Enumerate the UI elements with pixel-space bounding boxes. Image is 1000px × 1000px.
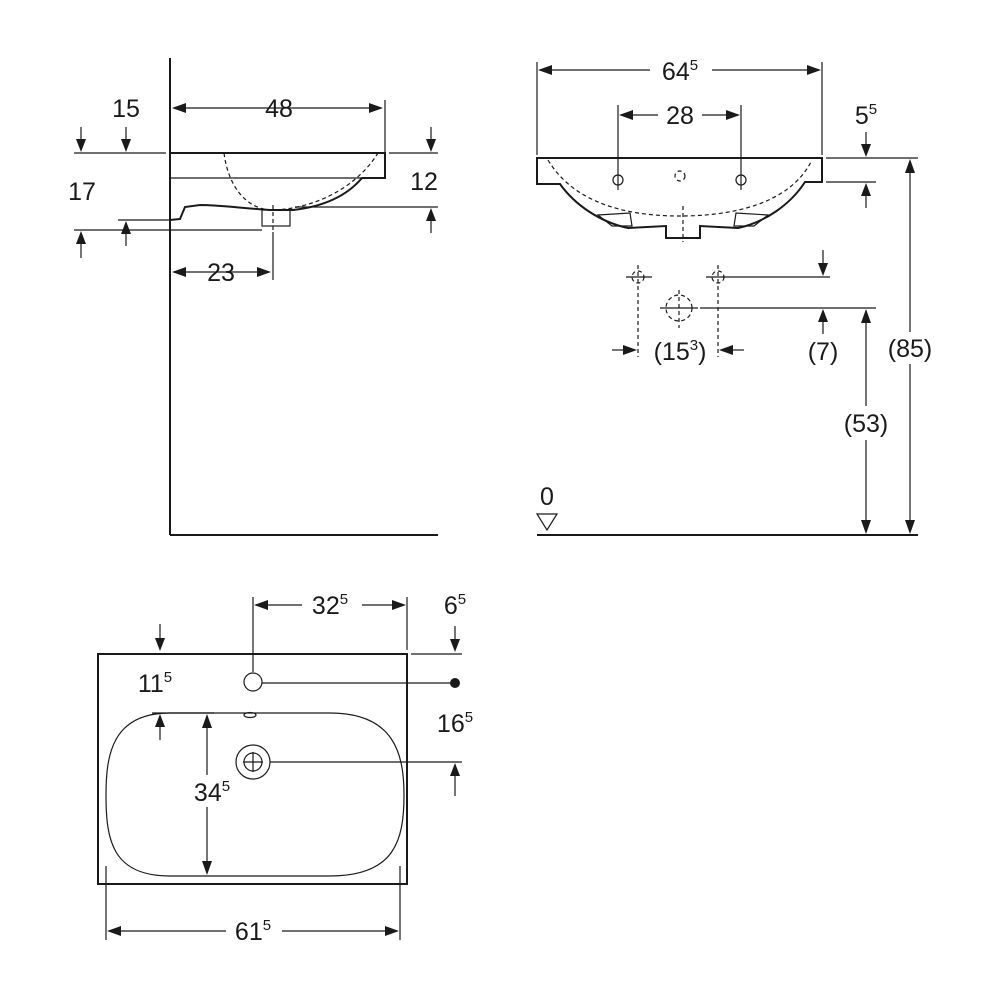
dim-55: 55 <box>855 101 877 130</box>
dim-325: 325 <box>312 591 348 620</box>
rim-reference-dot <box>450 678 460 688</box>
arrow-55-top <box>861 144 871 157</box>
label-bg-645 <box>650 55 712 85</box>
dim-17: 17 <box>68 178 96 206</box>
basin-front-profile <box>536 157 823 239</box>
arrow-115-top <box>155 638 165 651</box>
basin-bowl-hidden <box>223 152 379 211</box>
dim-615: 615 <box>235 917 271 946</box>
dim-153: (153) <box>654 337 707 366</box>
arrow-23-left <box>172 267 186 277</box>
arrow-15-bottom <box>121 221 131 234</box>
arrow-345-bottom <box>202 861 212 875</box>
dim-23: 23 <box>207 259 235 287</box>
dim-165: 165 <box>437 709 473 738</box>
arrow-615-left <box>107 926 121 936</box>
bowl-outline <box>105 712 405 877</box>
arrow-153-right <box>719 345 733 355</box>
arrow-645-left <box>538 65 552 75</box>
arrow-7-top <box>818 263 828 276</box>
dim-0: 0 <box>540 483 554 511</box>
arrow-23-right <box>257 267 271 277</box>
arrow-153-left <box>623 345 637 355</box>
front-foot-right <box>733 212 770 227</box>
outlet-left-circle <box>631 270 645 284</box>
arrow-165 <box>450 763 460 776</box>
arrow-53-bottom <box>861 520 871 534</box>
arrow-15b <box>121 139 131 152</box>
label-bg-28 <box>658 100 702 128</box>
plan-view: 325 65 165 115 345 <box>97 590 473 946</box>
arrow-615-right <box>385 926 399 936</box>
arrow-28-right <box>726 110 740 120</box>
arrow-12-top <box>426 139 436 152</box>
arrow-55-bottom <box>861 183 871 196</box>
dim-65: 65 <box>444 591 466 620</box>
arrow-15a <box>76 139 86 152</box>
label-bg-53 <box>838 406 894 440</box>
front-foot-left <box>596 212 633 227</box>
dim-115: 115 <box>138 669 172 698</box>
outlet-marks <box>626 265 876 357</box>
dim-345: 345 <box>194 778 230 807</box>
drain-outlet <box>261 209 291 227</box>
dim-53: (53) <box>844 410 888 438</box>
tap-hole-plan <box>243 672 263 692</box>
arrow-48-left <box>172 103 186 113</box>
arrow-85-top <box>905 159 915 173</box>
arrow-85-bottom <box>905 520 915 534</box>
arrow-325-left <box>254 600 268 610</box>
label-bg-85 <box>884 332 936 364</box>
dim-7: (7) <box>808 338 839 366</box>
drain-center-circle <box>665 294 693 322</box>
arrow-65 <box>450 639 460 652</box>
front-view: 0 645 28 55 <box>535 55 936 536</box>
dim-12: 12 <box>410 168 438 196</box>
overflow-hole-front <box>674 170 686 182</box>
arrow-115-bottom <box>155 714 165 727</box>
side-view: 48 15 17 12 23 <box>68 58 438 536</box>
arrow-325-right <box>392 600 406 610</box>
label-bg-325 <box>302 590 362 620</box>
floor-level-marker <box>535 513 559 532</box>
arrow-48-right <box>369 103 383 113</box>
arrow-17-bottom <box>76 231 86 244</box>
overflow-slot <box>243 711 257 719</box>
label-bg-345 <box>180 775 240 807</box>
dim-48: 48 <box>265 95 293 123</box>
label-bg-615 <box>226 916 282 946</box>
dim-15: 15 <box>112 95 140 123</box>
arrow-12-bottom <box>426 208 436 221</box>
arrow-53-top <box>861 309 871 323</box>
arrow-645-right <box>807 65 821 75</box>
dim-645: 645 <box>662 57 698 86</box>
basin-front-hidden <box>547 159 813 217</box>
arrow-345-top <box>202 714 212 728</box>
arrow-28-left <box>619 110 633 120</box>
dim-85: (85) <box>888 335 932 363</box>
outlet-right-circle <box>711 270 725 284</box>
dim-28: 28 <box>666 102 694 130</box>
arrow-7-bottom <box>818 309 828 322</box>
